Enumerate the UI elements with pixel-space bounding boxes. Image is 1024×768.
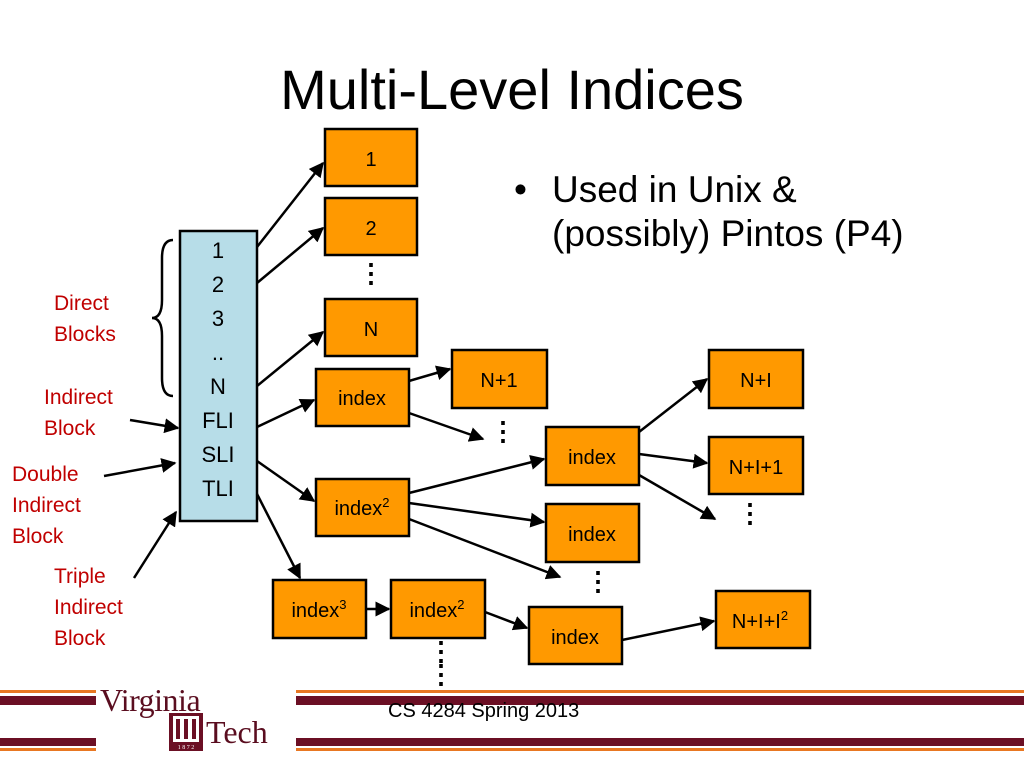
virginia-tech-logo: Virginia 1 8 7 2 Tech — [96, 682, 296, 756]
label-direct-blocks: Direct Blocks — [54, 292, 116, 346]
inode-entry: 1 — [212, 238, 224, 263]
data-block-1 — [323, 127, 419, 188]
index-block-single-label: index — [338, 388, 386, 410]
inode-entry: SLI — [201, 442, 234, 467]
data-block-n-plus-l-plus-l2 — [714, 589, 812, 650]
bullet-list: Used in Unix & (possibly) Pintos (P4) — [508, 168, 928, 257]
inode-entry: TLI — [202, 476, 234, 501]
pointer-arrow — [408, 501, 546, 528]
data-block-n-plus-l-plus-l2-label: N+I+I2 — [732, 608, 788, 633]
ellipsis-dots: ⋮ — [737, 498, 763, 528]
bullet-item: Used in Unix & (possibly) Pintos (P4) — [508, 168, 928, 257]
logo-text-virginia: Virginia — [100, 682, 201, 718]
ellipsis-dots: ⋮ — [490, 416, 516, 446]
index-block-bottom — [527, 605, 624, 666]
data-block-n-plus-1-label: N+1 — [480, 370, 517, 392]
pointer-arrow — [408, 411, 485, 442]
inode-entry: .. — [212, 340, 224, 365]
hokie-stone-icon: 1 8 7 2 — [169, 713, 203, 751]
arrow-double-label — [103, 458, 177, 478]
data-block-n — [323, 297, 419, 358]
index2-block — [314, 477, 411, 538]
footer-course-label: CS 4284 Spring 2013 — [388, 700, 580, 722]
pointer-arrow — [408, 455, 546, 495]
slide-title: Multi-Level Indices — [280, 58, 744, 121]
index2-block-label: index2 — [334, 495, 389, 520]
index2-block-triple — [389, 578, 487, 640]
index-block-mid-a — [544, 425, 641, 487]
svg-text:1 8 7 2: 1 8 7 2 — [178, 745, 195, 751]
footer-stripe-orange — [0, 690, 1024, 693]
footer-stripe-bottom-orange — [0, 748, 1024, 751]
index-block-mid-b-label: index — [568, 524, 616, 546]
pointer-arrow — [408, 365, 452, 383]
label-indirect-block: Indirect Block — [44, 386, 119, 440]
inode-entry: N — [210, 374, 226, 399]
data-block-n-plus-1 — [450, 348, 549, 410]
index-block-single — [314, 367, 411, 428]
pointer-arrow — [255, 493, 302, 580]
inode-entry: 3 — [212, 306, 224, 331]
ellipsis-dots: ⋮ — [585, 566, 611, 596]
index2-block-triple-label: index2 — [409, 597, 464, 622]
data-block-n-plus-l-plus-1 — [707, 435, 805, 496]
data-block-n-plus-l — [707, 348, 805, 410]
pointer-arrow — [256, 459, 316, 503]
data-block-2 — [323, 196, 419, 257]
pointer-arrow — [256, 398, 316, 429]
data-block-n-plus-l-label: N+I — [740, 370, 772, 392]
data-block-1-label: 1 — [365, 149, 376, 171]
ellipsis-dots: ⋮ — [358, 258, 384, 288]
label-triple-indirect-block: Triple Indirect Block — [54, 565, 129, 650]
ellipsis-dots: ⋮ — [428, 636, 454, 666]
inode-table — [178, 229, 259, 523]
multi-level-index-diagram: 1 2 3 .. N FLI SLI TLI Direct Blocks Ind… — [12, 127, 812, 689]
footer-stripe-bottom — [0, 738, 1024, 746]
ellipsis-dots: ⋮ — [428, 659, 454, 689]
index-block-bottom-label: index — [551, 627, 599, 649]
pointer-arrow — [256, 331, 325, 387]
direct-blocks-brace — [151, 238, 174, 398]
pointer-arrow — [408, 517, 562, 580]
footer-stripe-maroon — [0, 696, 1024, 705]
index-block-mid-a-label: index — [568, 447, 616, 469]
pointer-arrow — [638, 378, 709, 433]
index-block-mid-b — [544, 502, 641, 564]
index3-block-label: index3 — [291, 597, 346, 622]
pointer-arrow — [256, 161, 324, 248]
data-block-n-plus-l-plus-1-label: N+I+1 — [729, 457, 783, 479]
pointer-arrow — [621, 616, 716, 642]
pointer-arrow — [638, 473, 717, 521]
logo-text-tech: Tech — [206, 714, 268, 750]
index3-block — [271, 578, 368, 640]
pointer-arrow — [484, 610, 529, 631]
data-block-n-label: N — [364, 319, 378, 341]
arrow-indirect-label — [129, 418, 180, 434]
inode-entry: FLI — [202, 408, 234, 433]
inode-entry: 2 — [212, 272, 224, 297]
pointer-arrow — [256, 227, 325, 284]
arrow-triple-label — [132, 510, 178, 579]
label-double-indirect-block: Double Indirect Block — [12, 463, 87, 548]
pointer-arrow — [638, 452, 709, 469]
data-block-2-label: 2 — [365, 218, 376, 240]
